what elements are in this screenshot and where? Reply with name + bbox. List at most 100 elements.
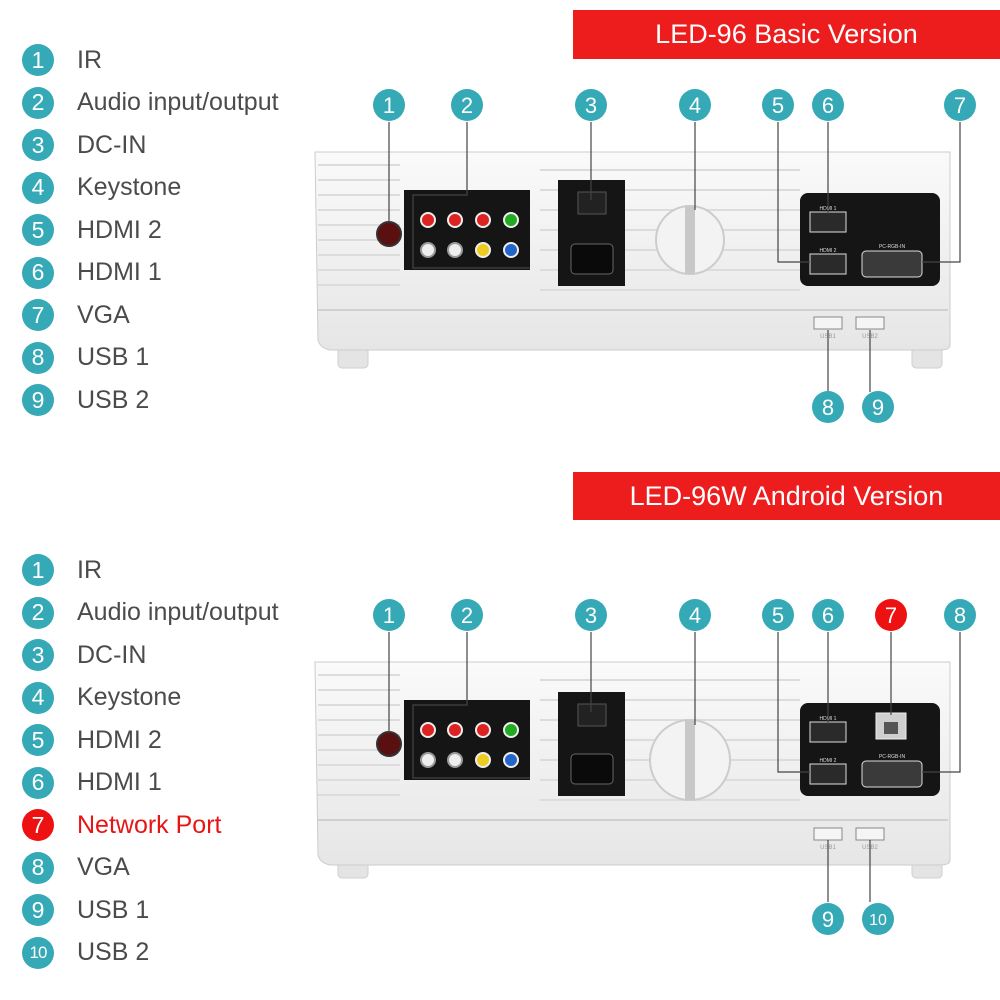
- legend-item: 9 USB 2: [22, 379, 279, 422]
- power-switch: [577, 703, 607, 727]
- callout-number: 1: [383, 93, 395, 118]
- ir-sensor: [376, 221, 402, 247]
- callout-badge: [575, 599, 607, 631]
- legend-label: USB 1: [77, 895, 150, 924]
- callout-number: 4: [689, 603, 701, 628]
- legend-label: USB 1: [77, 343, 150, 372]
- vga-port: [861, 250, 923, 278]
- legend-label: VGA: [77, 300, 130, 329]
- callout-badge: [451, 89, 483, 121]
- callout-badge: [944, 89, 976, 121]
- callout-number: 5: [772, 93, 784, 118]
- legend-label: HDMI 2: [77, 725, 162, 754]
- legend-number-badge: 5: [22, 214, 54, 247]
- legend-label: HDMI 1: [77, 258, 162, 287]
- power-socket: [570, 753, 614, 785]
- vga-port-label: PC-RGB-IN: [879, 754, 906, 760]
- legend-number-badge: 10: [22, 936, 54, 969]
- power-switch: [577, 191, 607, 215]
- vga-port: [861, 760, 923, 788]
- callout-badge: [373, 89, 405, 121]
- usb1-port: [813, 316, 843, 330]
- legend-number-badge: 4: [22, 171, 54, 204]
- legend-item: 5 HDMI 2: [22, 209, 279, 252]
- callout-badge: [862, 903, 894, 935]
- legend-label: Audio input/output: [77, 598, 279, 627]
- callout-badge-highlighted: [875, 599, 907, 631]
- usb1-port: [813, 827, 843, 841]
- callout-number: 8: [822, 395, 834, 420]
- legend-label: Audio input/output: [77, 88, 279, 117]
- callout-badge: [762, 89, 794, 121]
- callout-badge: [451, 599, 483, 631]
- legend-number-badge: 7: [22, 299, 54, 332]
- network-port-socket: [884, 722, 898, 734]
- legend-item: 5 HDMI 2: [22, 719, 279, 762]
- callout-badge: [762, 599, 794, 631]
- callout-number: 9: [822, 907, 834, 932]
- legend-label: USB 2: [77, 938, 150, 967]
- usb2-port: [855, 316, 885, 330]
- hdmi2-port: [809, 253, 847, 275]
- legend-label: HDMI 2: [77, 215, 162, 244]
- legend-item: 7 VGA: [22, 294, 279, 337]
- legend-number-badge: 6: [22, 766, 54, 799]
- callout-badge: [944, 599, 976, 631]
- callout-number: 4: [689, 93, 701, 118]
- callout-number: 6: [822, 603, 834, 628]
- legend-label: VGA: [77, 853, 130, 882]
- legend-number-badge: 8: [22, 341, 54, 374]
- callout-badge: [862, 391, 894, 423]
- legend-number-badge: 9: [22, 384, 54, 417]
- av-panel: [404, 190, 530, 270]
- hdmi1-port: [809, 721, 847, 743]
- callout-number: 10: [869, 912, 887, 929]
- callout-badge: [575, 89, 607, 121]
- legend-item: 2 Audio input/output: [22, 82, 279, 125]
- callout-number: 8: [954, 603, 966, 628]
- legend-item: 3 DC-IN: [22, 124, 279, 167]
- rca-jacks: [420, 212, 519, 258]
- banner-title: LED-96 Basic Version: [655, 19, 918, 49]
- legend-number-badge: 9: [22, 894, 54, 927]
- legend-number-badge: 2: [22, 86, 54, 119]
- legend-number-badge: 2: [22, 596, 54, 629]
- legend-number-badge: 6: [22, 256, 54, 289]
- hdmi2-port-label: HDMI 2: [820, 758, 837, 764]
- callout-number: 7: [885, 603, 897, 628]
- legend-label: DC-IN: [77, 130, 147, 159]
- basic-version-banner: LED-96 Basic Version: [573, 10, 1000, 59]
- hdmi2-port: [809, 763, 847, 785]
- projector-rear-diagram: HDMI 1 HDMI 2 PC-RGB-IN USB1 USB2 1 2: [314, 89, 976, 423]
- legend-number-badge: 3: [22, 129, 54, 162]
- power-socket: [570, 243, 614, 275]
- callout-number: 2: [461, 603, 473, 628]
- hdmi1-port: [809, 211, 847, 233]
- callout-number: 9: [872, 395, 884, 420]
- callout-badge: [373, 599, 405, 631]
- legend-label: USB 2: [77, 385, 150, 414]
- callout-number: 7: [954, 93, 966, 118]
- rca-jacks: [420, 722, 519, 768]
- leader-lines: [388, 122, 961, 392]
- legend-item: 9 USB 1: [22, 889, 279, 932]
- legend-number-badge: 1: [22, 554, 54, 587]
- legend-item: 6 HDMI 1: [22, 762, 279, 805]
- legend-label: HDMI 1: [77, 768, 162, 797]
- legend-item: 10 USB 2: [22, 932, 279, 975]
- legend-item: 2 Audio input/output: [22, 592, 279, 635]
- legend-label: IR: [77, 555, 102, 584]
- legend-number-badge: 3: [22, 639, 54, 672]
- callout-number: 2: [461, 93, 473, 118]
- legend-label: Network Port: [77, 810, 222, 839]
- legend-number-badge: 5: [22, 724, 54, 757]
- callout-badge: [812, 903, 844, 935]
- legend-item: 1 IR: [22, 549, 279, 592]
